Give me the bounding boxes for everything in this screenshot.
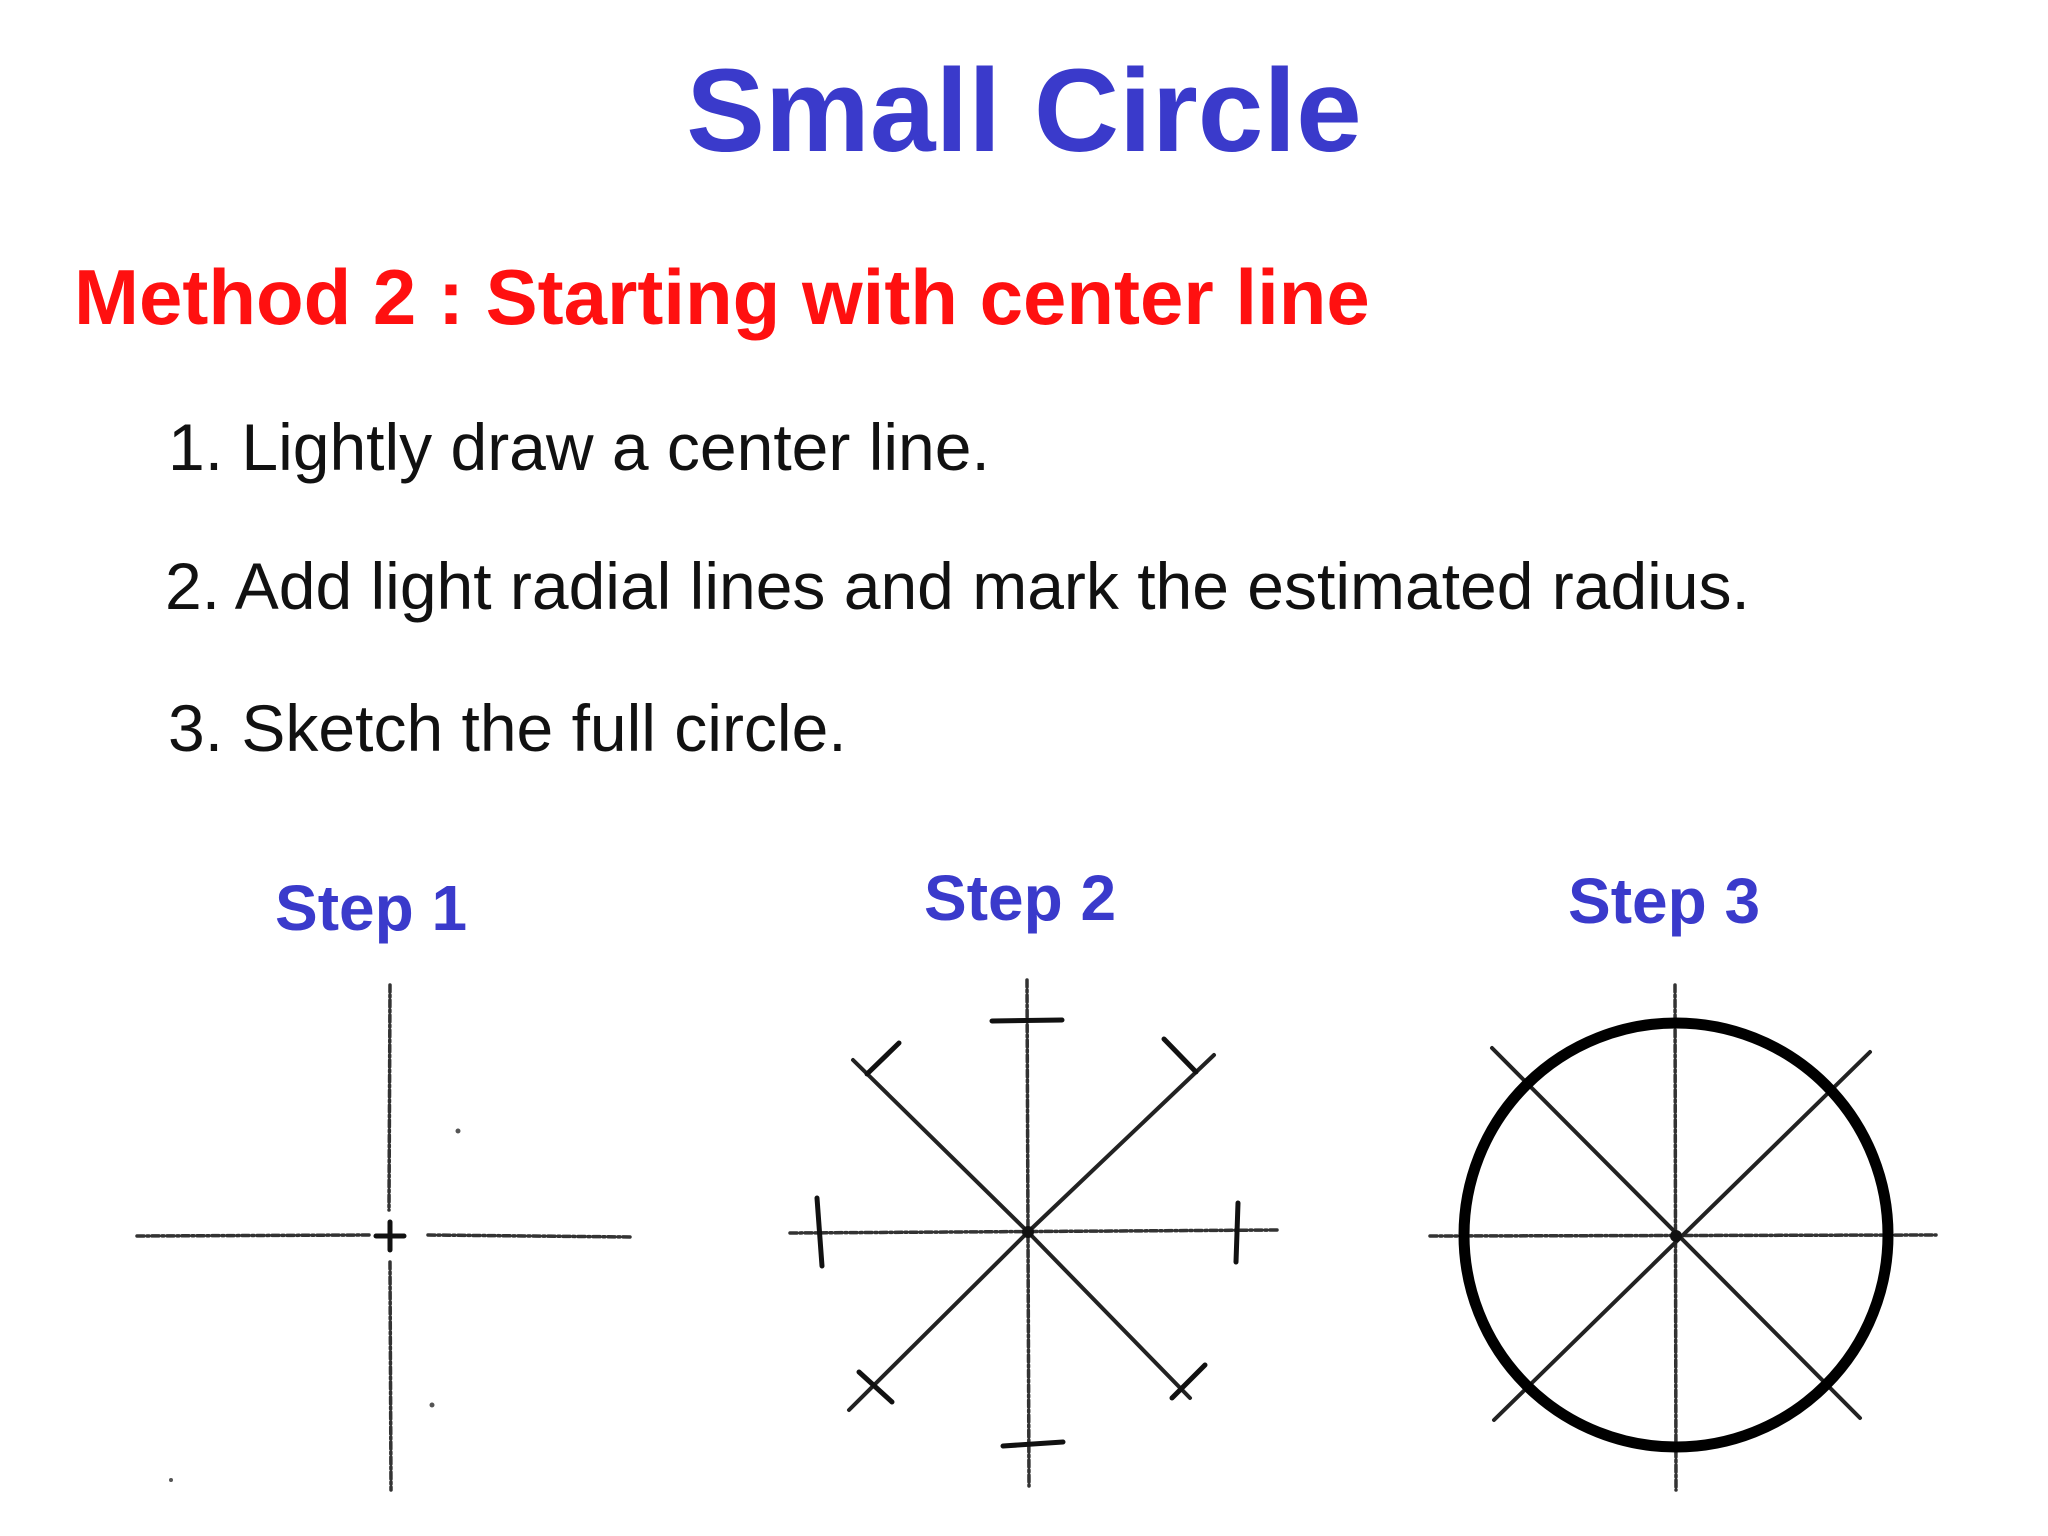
step-2-label: Step 2 (924, 862, 1117, 934)
step-3-construction-lines (1428, 983, 1938, 1492)
instruction-2: 2. Add light radial lines and mark the e… (165, 549, 1750, 623)
step-1-center-lines (135, 983, 634, 1492)
page-title: Small Circle (686, 45, 1362, 177)
step-3-circle (1458, 1017, 1894, 1453)
instruction-3: 3. Sketch the full circle. (168, 691, 847, 765)
step-2-radial-lines (847, 1053, 1216, 1412)
step-1-label: Step 1 (275, 872, 468, 944)
step-2-radius-marks (814, 1017, 1241, 1449)
instruction-1: 1. Lightly draw a center line. (168, 410, 990, 484)
method-heading: Method 2 : Starting with center line (74, 253, 1370, 341)
step-1-stray-marks (169, 1128, 461, 1482)
step-3-label: Step 3 (1568, 865, 1761, 937)
